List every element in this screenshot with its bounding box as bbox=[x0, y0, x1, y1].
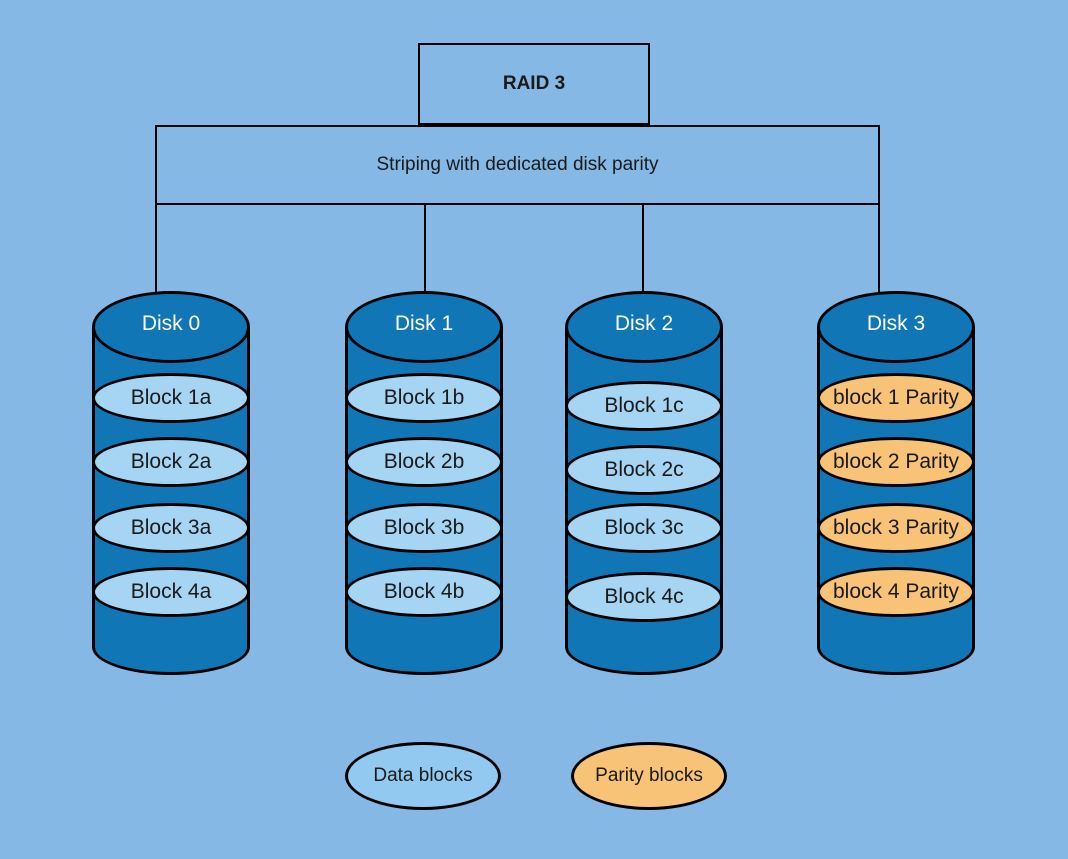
disk-label-ellipse: Disk 2 bbox=[565, 291, 723, 363]
block-ellipse: Block 3a bbox=[92, 503, 250, 553]
disk-label: Disk 1 bbox=[394, 312, 454, 335]
legend-parity-label: Parity blocks bbox=[595, 765, 703, 786]
disk-cylinder-1: Block 1b Block 2b Block 3b Block 4b Disk… bbox=[345, 290, 503, 680]
parity-block-ellipse: block 4 Parity bbox=[817, 567, 975, 617]
striping-subtitle-label: Striping with dedicated disk parity bbox=[376, 154, 659, 175]
parity-block-ellipse: block 3 Parity bbox=[817, 503, 975, 553]
block-ellipse: Block 3b bbox=[345, 503, 503, 553]
parity-block-ellipse: block 2 Parity bbox=[817, 437, 975, 487]
block-label: Block 1b bbox=[383, 386, 465, 409]
raid-title-label: RAID 3 bbox=[502, 73, 566, 94]
legend-parity-blocks: Parity blocks bbox=[571, 742, 727, 810]
connector-line-disk2 bbox=[642, 204, 644, 294]
connector-line-disk3 bbox=[878, 204, 880, 294]
block-label: Block 2c bbox=[604, 458, 684, 481]
disk-cylinder-0: Block 1a Block 2a Block 3a Block 4a Disk… bbox=[92, 290, 250, 680]
block-ellipse: Block 4c bbox=[565, 572, 723, 622]
block-label: Block 2a bbox=[130, 450, 212, 473]
block-label: block 2 Parity bbox=[832, 450, 960, 473]
block-label: Block 1a bbox=[130, 386, 212, 409]
legend-data-blocks: Data blocks bbox=[345, 742, 501, 810]
parity-block-ellipse: block 1 Parity bbox=[817, 373, 975, 423]
block-ellipse: Block 3c bbox=[565, 503, 723, 553]
block-label: block 1 Parity bbox=[832, 386, 960, 409]
disk-label: Disk 0 bbox=[141, 312, 201, 335]
block-ellipse: Block 2c bbox=[565, 445, 723, 495]
disk-cylinder-3: block 1 Parity block 2 Parity block 3 Pa… bbox=[817, 290, 975, 680]
connector-line-disk1 bbox=[424, 204, 426, 294]
disk-label: Disk 3 bbox=[866, 312, 926, 335]
block-ellipse: Block 1a bbox=[92, 373, 250, 423]
disk-cylinder-2: Block 1c Block 2c Block 3c Block 4c Disk… bbox=[565, 290, 723, 680]
legend-data-label: Data blocks bbox=[373, 765, 473, 786]
block-label: Block 3a bbox=[130, 516, 212, 539]
block-label: Block 1c bbox=[604, 394, 684, 417]
block-ellipse: Block 2b bbox=[345, 437, 503, 487]
block-label: Block 2b bbox=[383, 450, 465, 473]
block-label: Block 3c bbox=[604, 516, 684, 539]
block-ellipse: Block 4a bbox=[92, 567, 250, 617]
disk-label-ellipse: Disk 1 bbox=[345, 291, 503, 363]
block-label: block 4 Parity bbox=[832, 580, 960, 603]
block-label: Block 4a bbox=[130, 580, 212, 603]
block-ellipse: Block 1b bbox=[345, 373, 503, 423]
disk-label-ellipse: Disk 0 bbox=[92, 291, 250, 363]
block-label: Block 4c bbox=[604, 585, 684, 608]
disk-label: Disk 2 bbox=[614, 312, 674, 335]
connector-line-disk0 bbox=[155, 204, 157, 294]
block-ellipse: Block 1c bbox=[565, 381, 723, 431]
block-label: block 3 Parity bbox=[832, 516, 960, 539]
block-ellipse: Block 2a bbox=[92, 437, 250, 487]
disk-label-ellipse: Disk 3 bbox=[817, 291, 975, 363]
raid-title-box: RAID 3 bbox=[418, 43, 650, 125]
block-ellipse: Block 4b bbox=[345, 567, 503, 617]
block-label: Block 3b bbox=[383, 516, 465, 539]
striping-subtitle-box: Striping with dedicated disk parity bbox=[155, 125, 880, 205]
block-label: Block 4b bbox=[383, 580, 465, 603]
